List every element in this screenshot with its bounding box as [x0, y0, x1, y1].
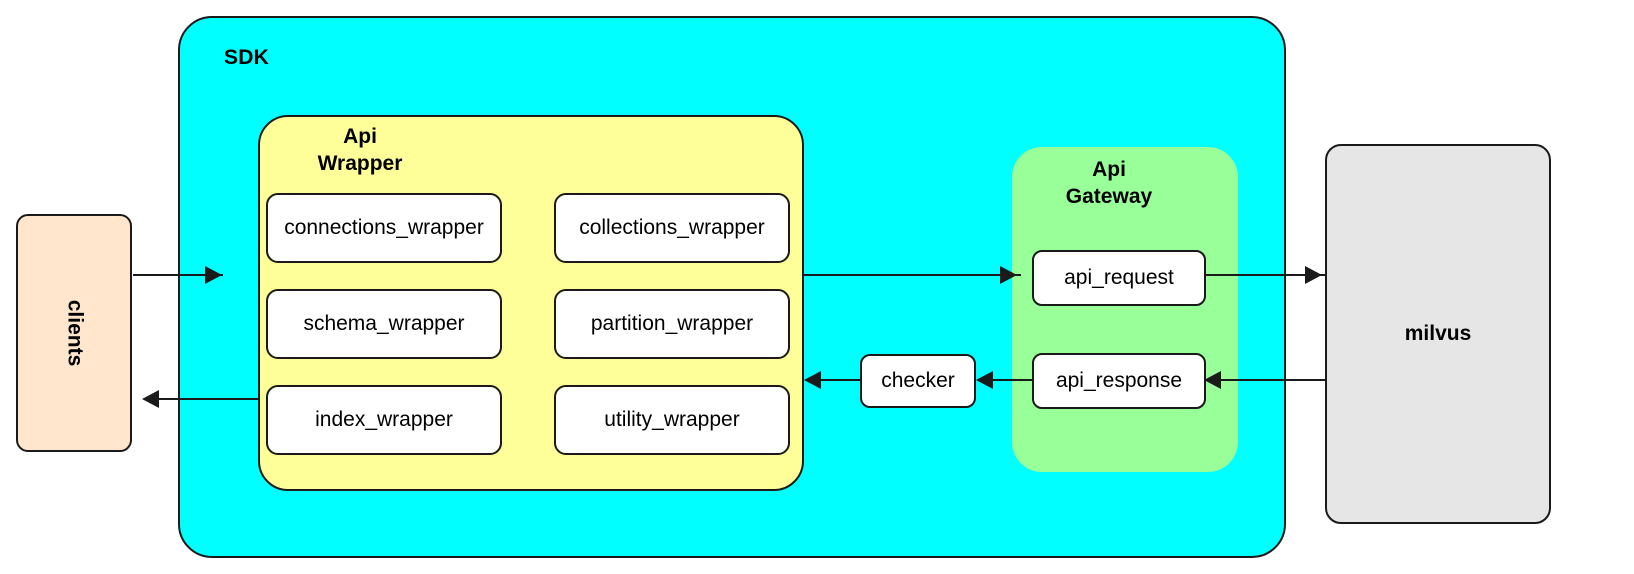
connections-wrapper-node[interactable]: connections_wrapper: [266, 193, 502, 263]
clients-node[interactable]: clients: [16, 214, 132, 452]
sdk-title: SDK: [224, 46, 269, 69]
utility-wrapper-node[interactable]: utility_wrapper: [554, 385, 790, 455]
arrowhead-clients-to-sdk-icon: [205, 266, 222, 284]
schema-wrapper-node[interactable]: schema_wrapper: [266, 289, 502, 359]
collections-wrapper-node[interactable]: collections_wrapper: [554, 193, 790, 263]
arrowhead-api-response-to-checker-icon: [976, 371, 993, 389]
arrowhead-api-request-to-milvus-icon: [1305, 266, 1322, 284]
clients-label: clients: [63, 299, 86, 367]
connector-api-response-to-checker: [978, 379, 1032, 381]
api-gateway-title-line2: Gateway: [1065, 184, 1153, 208]
api-gateway-title: Api Gateway: [1024, 157, 1194, 211]
milvus-node[interactable]: milvus: [1325, 144, 1551, 524]
checker-node[interactable]: checker: [860, 354, 976, 408]
connector-sdk-to-clients: [144, 398, 260, 400]
connector-clients-to-sdk: [133, 274, 223, 276]
arrowhead-milvus-to-api-response-icon: [1204, 371, 1221, 389]
api-gateway-title-line1: Api: [1092, 158, 1126, 181]
arrowhead-checker-to-api-wrapper-icon: [804, 371, 821, 389]
connector-milvus-to-api-response: [1206, 379, 1325, 381]
connector-checker-to-api-wrapper: [806, 379, 860, 381]
api-request-node[interactable]: api_request: [1032, 250, 1206, 306]
api-wrapper-title: Api Wrapper: [270, 124, 450, 178]
arrowhead-sdk-to-clients-icon: [142, 390, 159, 408]
api-wrapper-title-line2: Wrapper: [317, 151, 403, 175]
connector-api-wrapper-to-api-gateway: [803, 274, 1021, 276]
api-response-node[interactable]: api_response: [1032, 353, 1206, 409]
api-wrapper-title-line1: Api: [343, 125, 377, 148]
partition-wrapper-node[interactable]: partition_wrapper: [554, 289, 790, 359]
api-gateway-panel[interactable]: Api Gateway: [1012, 147, 1238, 472]
arrowhead-api-wrapper-to-api-gateway-icon: [1000, 266, 1017, 284]
connector-api-request-to-milvus: [1206, 274, 1325, 276]
index-wrapper-node[interactable]: index_wrapper: [266, 385, 502, 455]
